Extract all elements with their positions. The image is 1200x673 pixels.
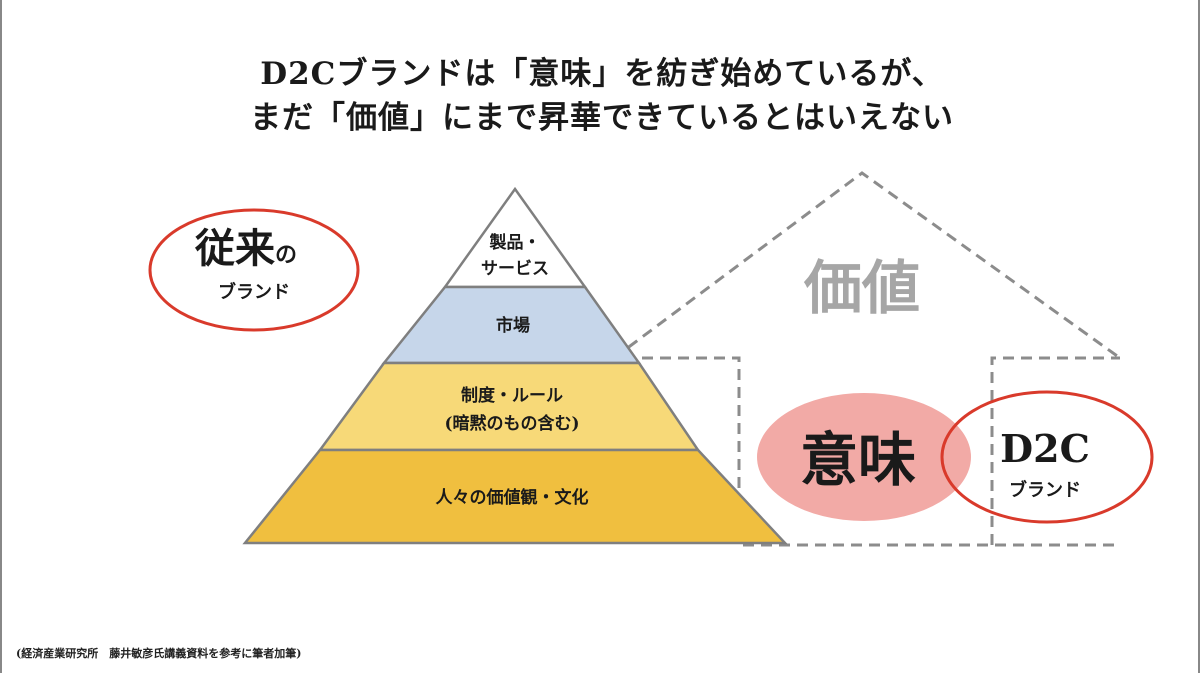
traditional-brand-sub: ブランド xyxy=(218,281,290,303)
pyramid-label-product-line1: 製品・ xyxy=(489,232,541,253)
value-label: 価値 xyxy=(803,254,920,322)
pyramid-label-rules-line1: 制度・ルール xyxy=(461,385,563,406)
traditional-brand-main: 従来の xyxy=(194,225,297,272)
meaning-label: 意味 xyxy=(800,426,916,494)
d2c-brand-sub: ブランド xyxy=(1009,479,1081,501)
value-house-wall-right xyxy=(990,356,1120,545)
pyramid-label-market: 市場 xyxy=(496,315,530,336)
value-house-wall-left xyxy=(642,356,1120,547)
pyramid-level-culture xyxy=(242,448,788,545)
pyramid-label-product-line2: サービス xyxy=(481,259,549,279)
traditional-brand-particle: の xyxy=(275,242,297,268)
meaning-oval xyxy=(757,393,971,521)
traditional-brand-oval xyxy=(148,208,360,332)
pyramid-label-rules-line2: (暗黙のもの含む) xyxy=(444,413,579,434)
title-line-1: D2Cブランドは「意味」を紡ぎ始めているが、 xyxy=(260,56,944,92)
d2c-brand-oval xyxy=(940,390,1154,524)
traditional-brand-kanji: 従来 xyxy=(194,225,275,272)
d2c-brand-main: D2C xyxy=(1000,426,1090,471)
source-footnote: (経済産業研究所 藤井敏彦氏講義資料を参考に筆者加筆) xyxy=(16,647,302,660)
title-line-2: まだ「価値」にまで昇華できているとはいえない xyxy=(250,100,954,136)
pyramid-level-rules xyxy=(317,361,701,452)
value-house-roof xyxy=(613,171,1121,360)
pyramid-label-culture: 人々の価値観・文化 xyxy=(436,487,589,508)
